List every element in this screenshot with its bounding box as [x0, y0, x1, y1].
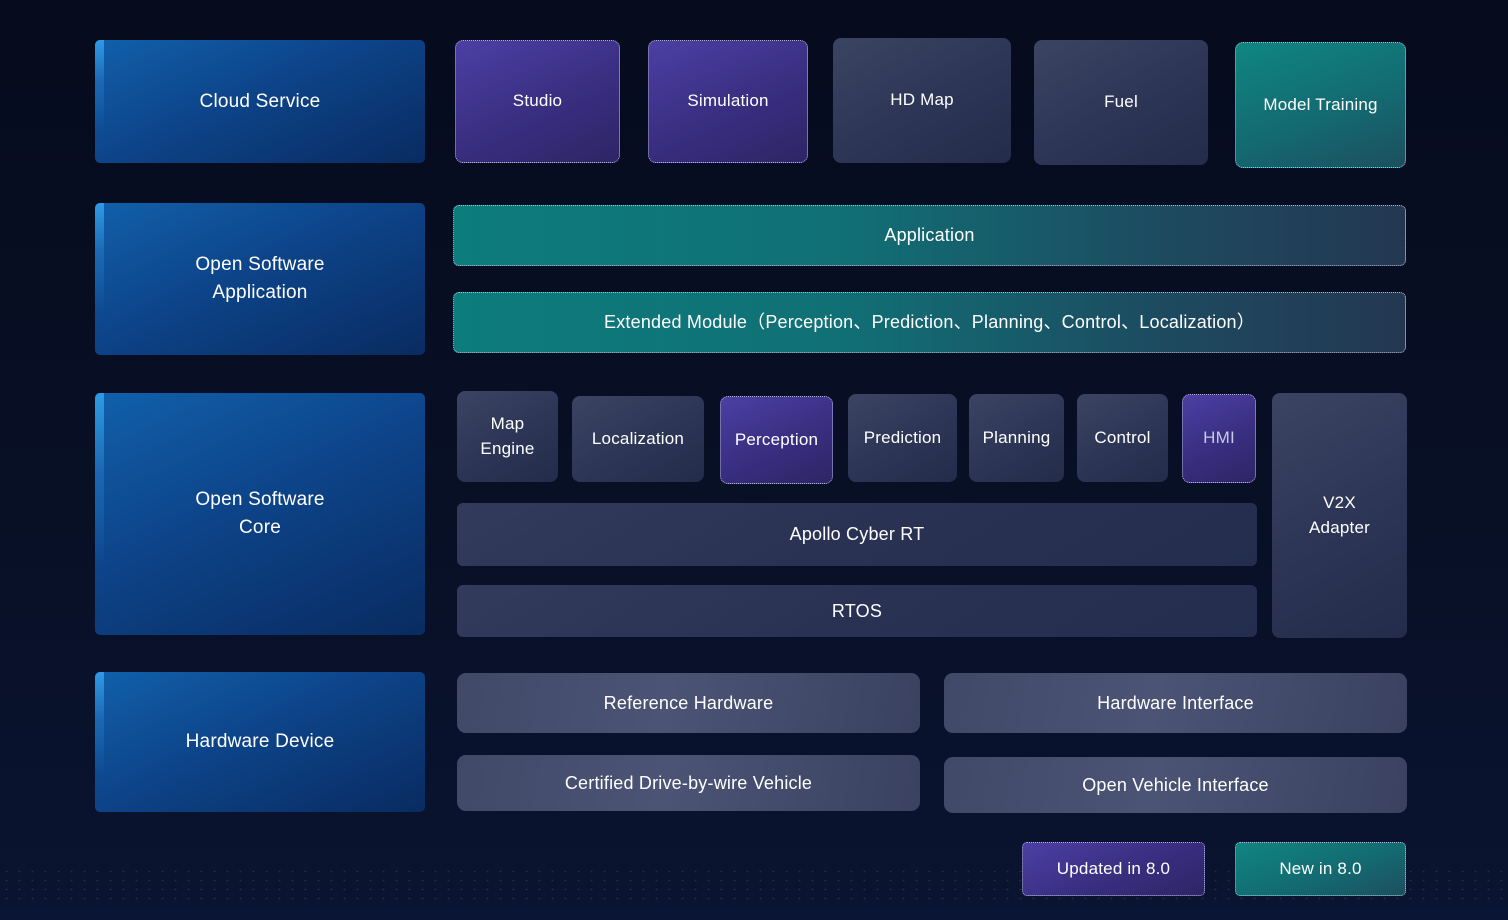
localization-block: Localization — [572, 396, 704, 482]
reference-hardware-bar: Reference Hardware — [457, 673, 920, 733]
studio-block: Studio — [455, 40, 620, 163]
planning-block: Planning — [969, 394, 1064, 482]
prediction-block: Prediction — [848, 394, 957, 482]
application-bar: Application — [453, 205, 1406, 266]
extended-module-bar: Extended Module（Perception、Prediction、Pl… — [453, 292, 1406, 353]
map-engine-block: Map Engine — [457, 391, 558, 482]
rtos-bar: RTOS — [457, 585, 1257, 637]
legend-new-badge: New in 8.0 — [1235, 842, 1406, 896]
model-training-block: Model Training — [1235, 42, 1406, 168]
open-software-core-layer-label: Open Software Core — [95, 393, 425, 635]
apollo-cyber-rt-bar: Apollo Cyber RT — [457, 503, 1257, 566]
background-bottom-strip — [0, 907, 1508, 920]
v2x-adapter-block: V2X Adapter — [1272, 393, 1407, 638]
open-vehicle-interface-bar: Open Vehicle Interface — [944, 757, 1407, 813]
simulation-block: Simulation — [648, 40, 808, 163]
hmi-block: HMI — [1182, 394, 1256, 483]
hd-map-block: HD Map — [833, 38, 1011, 163]
fuel-block: Fuel — [1034, 40, 1208, 165]
control-block: Control — [1077, 394, 1168, 482]
certified-drive-by-wire-vehicle-bar: Certified Drive-by-wire Vehicle — [457, 755, 920, 811]
open-software-application-layer-label: Open Software Application — [95, 203, 425, 355]
cloud-service-layer-label: Cloud Service — [95, 40, 425, 163]
perception-block: Perception — [720, 396, 833, 484]
legend-updated-badge: Updated in 8.0 — [1022, 842, 1205, 896]
hardware-interface-bar: Hardware Interface — [944, 673, 1407, 733]
hardware-device-layer-label: Hardware Device — [95, 672, 425, 812]
